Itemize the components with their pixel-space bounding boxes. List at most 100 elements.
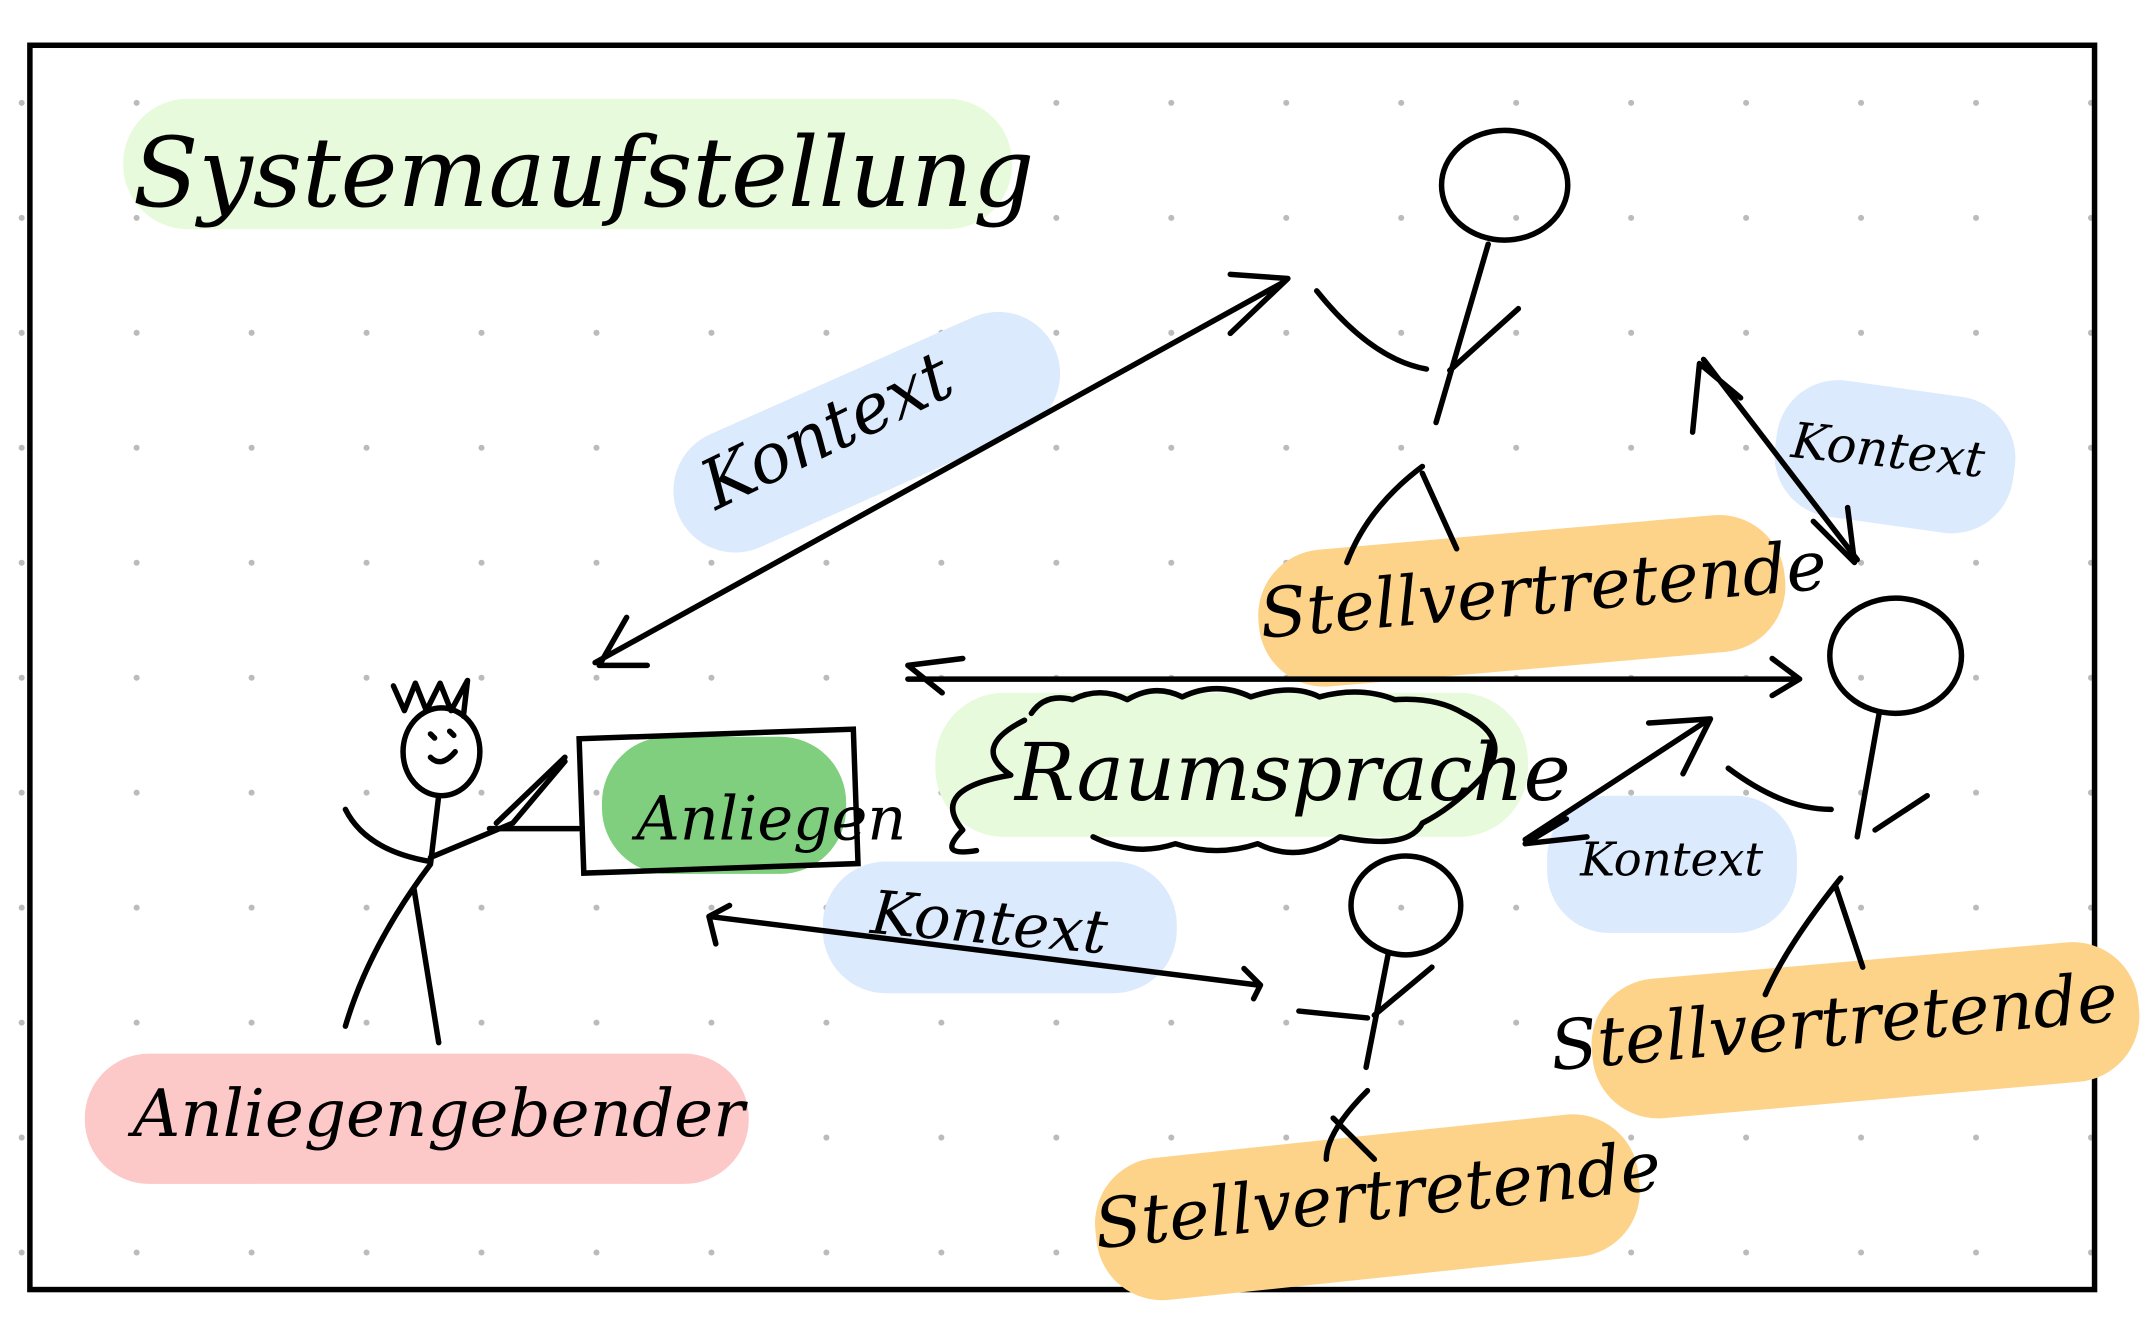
grid-dot	[1398, 1019, 1405, 1026]
grid-dot	[1168, 214, 1175, 221]
grid-dot	[1283, 329, 1290, 336]
grid-dot	[593, 904, 600, 911]
grid-dot	[593, 559, 600, 566]
context-label-3: Kontext	[1579, 832, 1763, 886]
grid-dot	[938, 559, 945, 566]
grid-dot	[708, 1019, 715, 1026]
grid-dot	[18, 789, 25, 796]
grid-dot	[478, 1019, 485, 1026]
grid-dot	[18, 214, 25, 221]
grid-dot	[133, 789, 140, 796]
grid-dot	[1513, 329, 1520, 336]
grid-dot	[1513, 99, 1520, 106]
grid-dot	[1973, 674, 1980, 681]
grid-dot	[593, 674, 600, 681]
grid-dot	[1513, 214, 1520, 221]
issue-highlight	[601, 736, 847, 874]
grid-dot	[363, 1249, 370, 1256]
arrow-spatial-to-right	[905, 655, 1803, 699]
issue-holder-highlight	[84, 1053, 749, 1184]
cloud-outline	[949, 686, 1498, 856]
grid-dot	[1628, 329, 1635, 336]
grid-dot	[1398, 214, 1405, 221]
grid-dot	[248, 904, 255, 911]
grid-dot	[1283, 904, 1290, 911]
grid-dot	[478, 329, 485, 336]
grid-dot	[1168, 329, 1175, 336]
grid-dot	[133, 444, 140, 451]
context-highlight-2	[1774, 380, 2016, 534]
grid-dot	[1053, 329, 1060, 336]
grid-dot	[593, 789, 600, 796]
grid-dot	[1743, 99, 1750, 106]
grid-dot	[1168, 1019, 1175, 1026]
grid-dot	[1973, 99, 1980, 106]
grid-dot	[823, 329, 830, 336]
grid-dot	[1283, 444, 1290, 451]
grid-dot	[1628, 1249, 1635, 1256]
issue-box	[576, 726, 861, 876]
grid-dot	[1513, 1019, 1520, 1026]
grid-dot	[1168, 99, 1175, 106]
grid-dot	[938, 1249, 945, 1256]
grid-dot	[18, 904, 25, 911]
crown-icon	[390, 677, 471, 719]
grid-dot	[593, 1249, 600, 1256]
grid-dot	[1283, 99, 1290, 106]
grid-dot	[1743, 1249, 1750, 1256]
grid-dot	[133, 904, 140, 911]
grid-dot	[708, 904, 715, 911]
grid-dot	[248, 674, 255, 681]
grid-dot	[823, 1019, 830, 1026]
grid-dot	[1628, 789, 1635, 796]
grid-dot	[593, 1019, 600, 1026]
grid-dot	[18, 674, 25, 681]
grid-dot	[133, 1249, 140, 1256]
grid-dot	[248, 789, 255, 796]
grid-dot	[18, 99, 25, 106]
grid-dot	[1283, 214, 1290, 221]
grid-dot	[133, 214, 140, 221]
grid-dot	[133, 559, 140, 566]
grid-dot	[1743, 1134, 1750, 1141]
grid-dot	[133, 1019, 140, 1026]
grid-dot	[1053, 559, 1060, 566]
grid-dot	[1168, 1134, 1175, 1141]
grid-dot	[363, 789, 370, 796]
grid-dot	[363, 904, 370, 911]
representative-highlight-2	[1591, 942, 2140, 1119]
representative-highlight-1	[1258, 514, 1786, 687]
representative-figure-top	[1313, 127, 1571, 566]
grid-dot	[1053, 1249, 1060, 1256]
grid-dot	[1398, 444, 1405, 451]
grid-dot	[708, 674, 715, 681]
grid-dot	[823, 559, 830, 566]
spatial-language-highlight	[935, 692, 1528, 837]
grid-dot	[1973, 214, 1980, 221]
grid-dot	[478, 789, 485, 796]
issue-holder-label: Anliegengebender	[127, 1075, 748, 1152]
grid-dot	[363, 559, 370, 566]
grid-dot	[248, 1019, 255, 1026]
grid-dot	[938, 1019, 945, 1026]
grid-dot	[1053, 444, 1060, 451]
grid-dot	[478, 444, 485, 451]
grid-dot	[1858, 329, 1865, 336]
grid-dot	[1628, 214, 1635, 221]
representative-figure-bottom	[1296, 853, 1464, 1162]
grid-dot	[1973, 789, 1980, 796]
grid-dot	[18, 1249, 25, 1256]
grid-dot	[1053, 1134, 1060, 1141]
grid-dot	[1858, 214, 1865, 221]
grid-dot	[18, 559, 25, 566]
grid-dot	[1973, 1134, 1980, 1141]
grid-dot	[708, 1249, 715, 1256]
grid-dot	[1053, 1019, 1060, 1026]
grid-dot	[1283, 1134, 1290, 1141]
grid-dot	[478, 904, 485, 911]
grid-dot	[1398, 329, 1405, 336]
grid-dot	[1743, 789, 1750, 796]
grid-dot	[363, 329, 370, 336]
grid-dot	[18, 329, 25, 336]
grid-dot	[133, 329, 140, 336]
